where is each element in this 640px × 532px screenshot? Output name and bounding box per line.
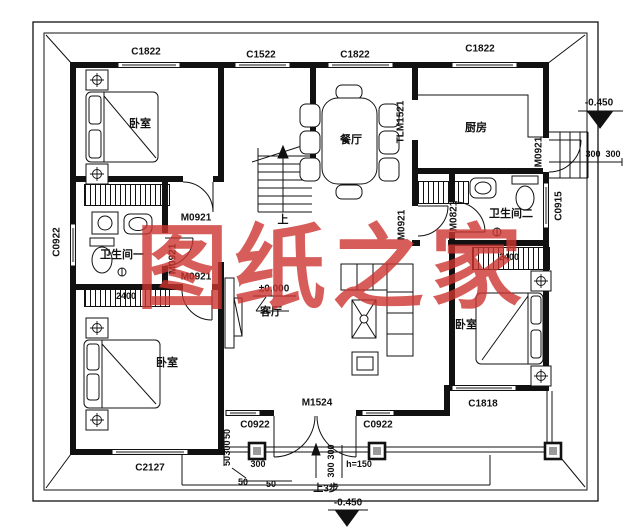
dim-50-step-b: 50 <box>265 479 277 489</box>
watermark-text: 图纸之家 <box>136 214 529 322</box>
sofa-set <box>340 263 414 376</box>
door-label-m0921-bedroom1: M0921 <box>180 212 212 224</box>
room-label-bedroom1: 卧室 <box>129 118 151 130</box>
window-label-c1822-3: C1822 <box>465 43 495 55</box>
dining-set <box>299 84 400 200</box>
dim-2400-wardrobe3: 2400 <box>498 252 520 262</box>
roof-eave-outline <box>32 21 599 502</box>
dim-h150: h=150 <box>346 459 372 469</box>
dim-300-right-a: 300 <box>326 444 336 460</box>
dim-2400-wardrobe2: 2400 <box>115 291 137 301</box>
room-label-bath1: 卫生间一 <box>100 249 144 261</box>
room-label-bedroom3: 卧室 <box>455 319 477 331</box>
door-label-m0921-kitchen: M0921 <box>533 136 545 168</box>
dim-300-sidestep-1: 300 <box>585 149 601 159</box>
level-label-zero: ±0.000 <box>258 283 290 295</box>
dim-50-porch-a: 50 <box>222 428 232 440</box>
window-label-c2127: C2127 <box>135 462 165 474</box>
hall-cabinet <box>417 181 469 204</box>
dim-50-step-a: 50 <box>237 477 249 487</box>
window-label-c0922-left: C0922 <box>51 227 63 257</box>
room-label-bedroom2: 卧室 <box>156 357 178 369</box>
dim-300-right-b: 300 <box>326 462 336 478</box>
level-label-minus450-right: -0.450 <box>584 97 614 109</box>
window-label-c0922-porch-right: C0922 <box>363 419 393 431</box>
wardrobe-bedroom1 <box>84 184 170 206</box>
level-label-minus450-bottom: -0.450 <box>333 497 363 509</box>
wardrobe-bedroom3 <box>472 247 550 270</box>
window-label-c1522: C1522 <box>246 49 276 61</box>
room-label-kitchen: 厨房 <box>465 122 487 134</box>
porch-and-steps <box>181 391 563 486</box>
dim-300-sidestep-2: 300 <box>605 149 621 159</box>
nightstands <box>85 69 552 431</box>
window-label-c1822-2: C1822 <box>340 49 370 61</box>
dim-300-porch: 300 <box>222 440 232 456</box>
side-steps <box>549 131 623 179</box>
beds <box>83 91 544 409</box>
room-label-bath2: 卫生间二 <box>489 208 533 220</box>
kitchen-counter <box>418 94 543 138</box>
room-label-living: 客厅 <box>260 306 282 318</box>
door-label-m1524: M1524 <box>301 397 333 409</box>
window-label-c0922-porch-left: C0922 <box>240 419 270 431</box>
level-markers <box>253 110 623 527</box>
door-label-tlm1521: TLM1521 <box>395 100 407 144</box>
stairs-up-label: 上 <box>277 214 289 226</box>
room-label-dining: 餐厅 <box>340 134 362 146</box>
tv-stand <box>224 277 243 349</box>
dim-50-porch-b: 50 <box>222 455 232 467</box>
window-label-c1818: C1818 <box>468 398 498 410</box>
bathroom1-fixtures <box>89 211 153 277</box>
steps-up3-label: 上3步 <box>313 483 339 495</box>
windows <box>70 62 549 455</box>
dim-300-column: 300 <box>250 459 266 469</box>
window-label-c0915: C0915 <box>553 191 565 221</box>
wardrobe-bedroom2 <box>84 286 170 307</box>
bathroom2-fixtures <box>469 175 539 237</box>
window-label-c1822-1: C1822 <box>131 46 161 58</box>
door-label-m0921-bedroom2: M0921 <box>180 271 212 283</box>
